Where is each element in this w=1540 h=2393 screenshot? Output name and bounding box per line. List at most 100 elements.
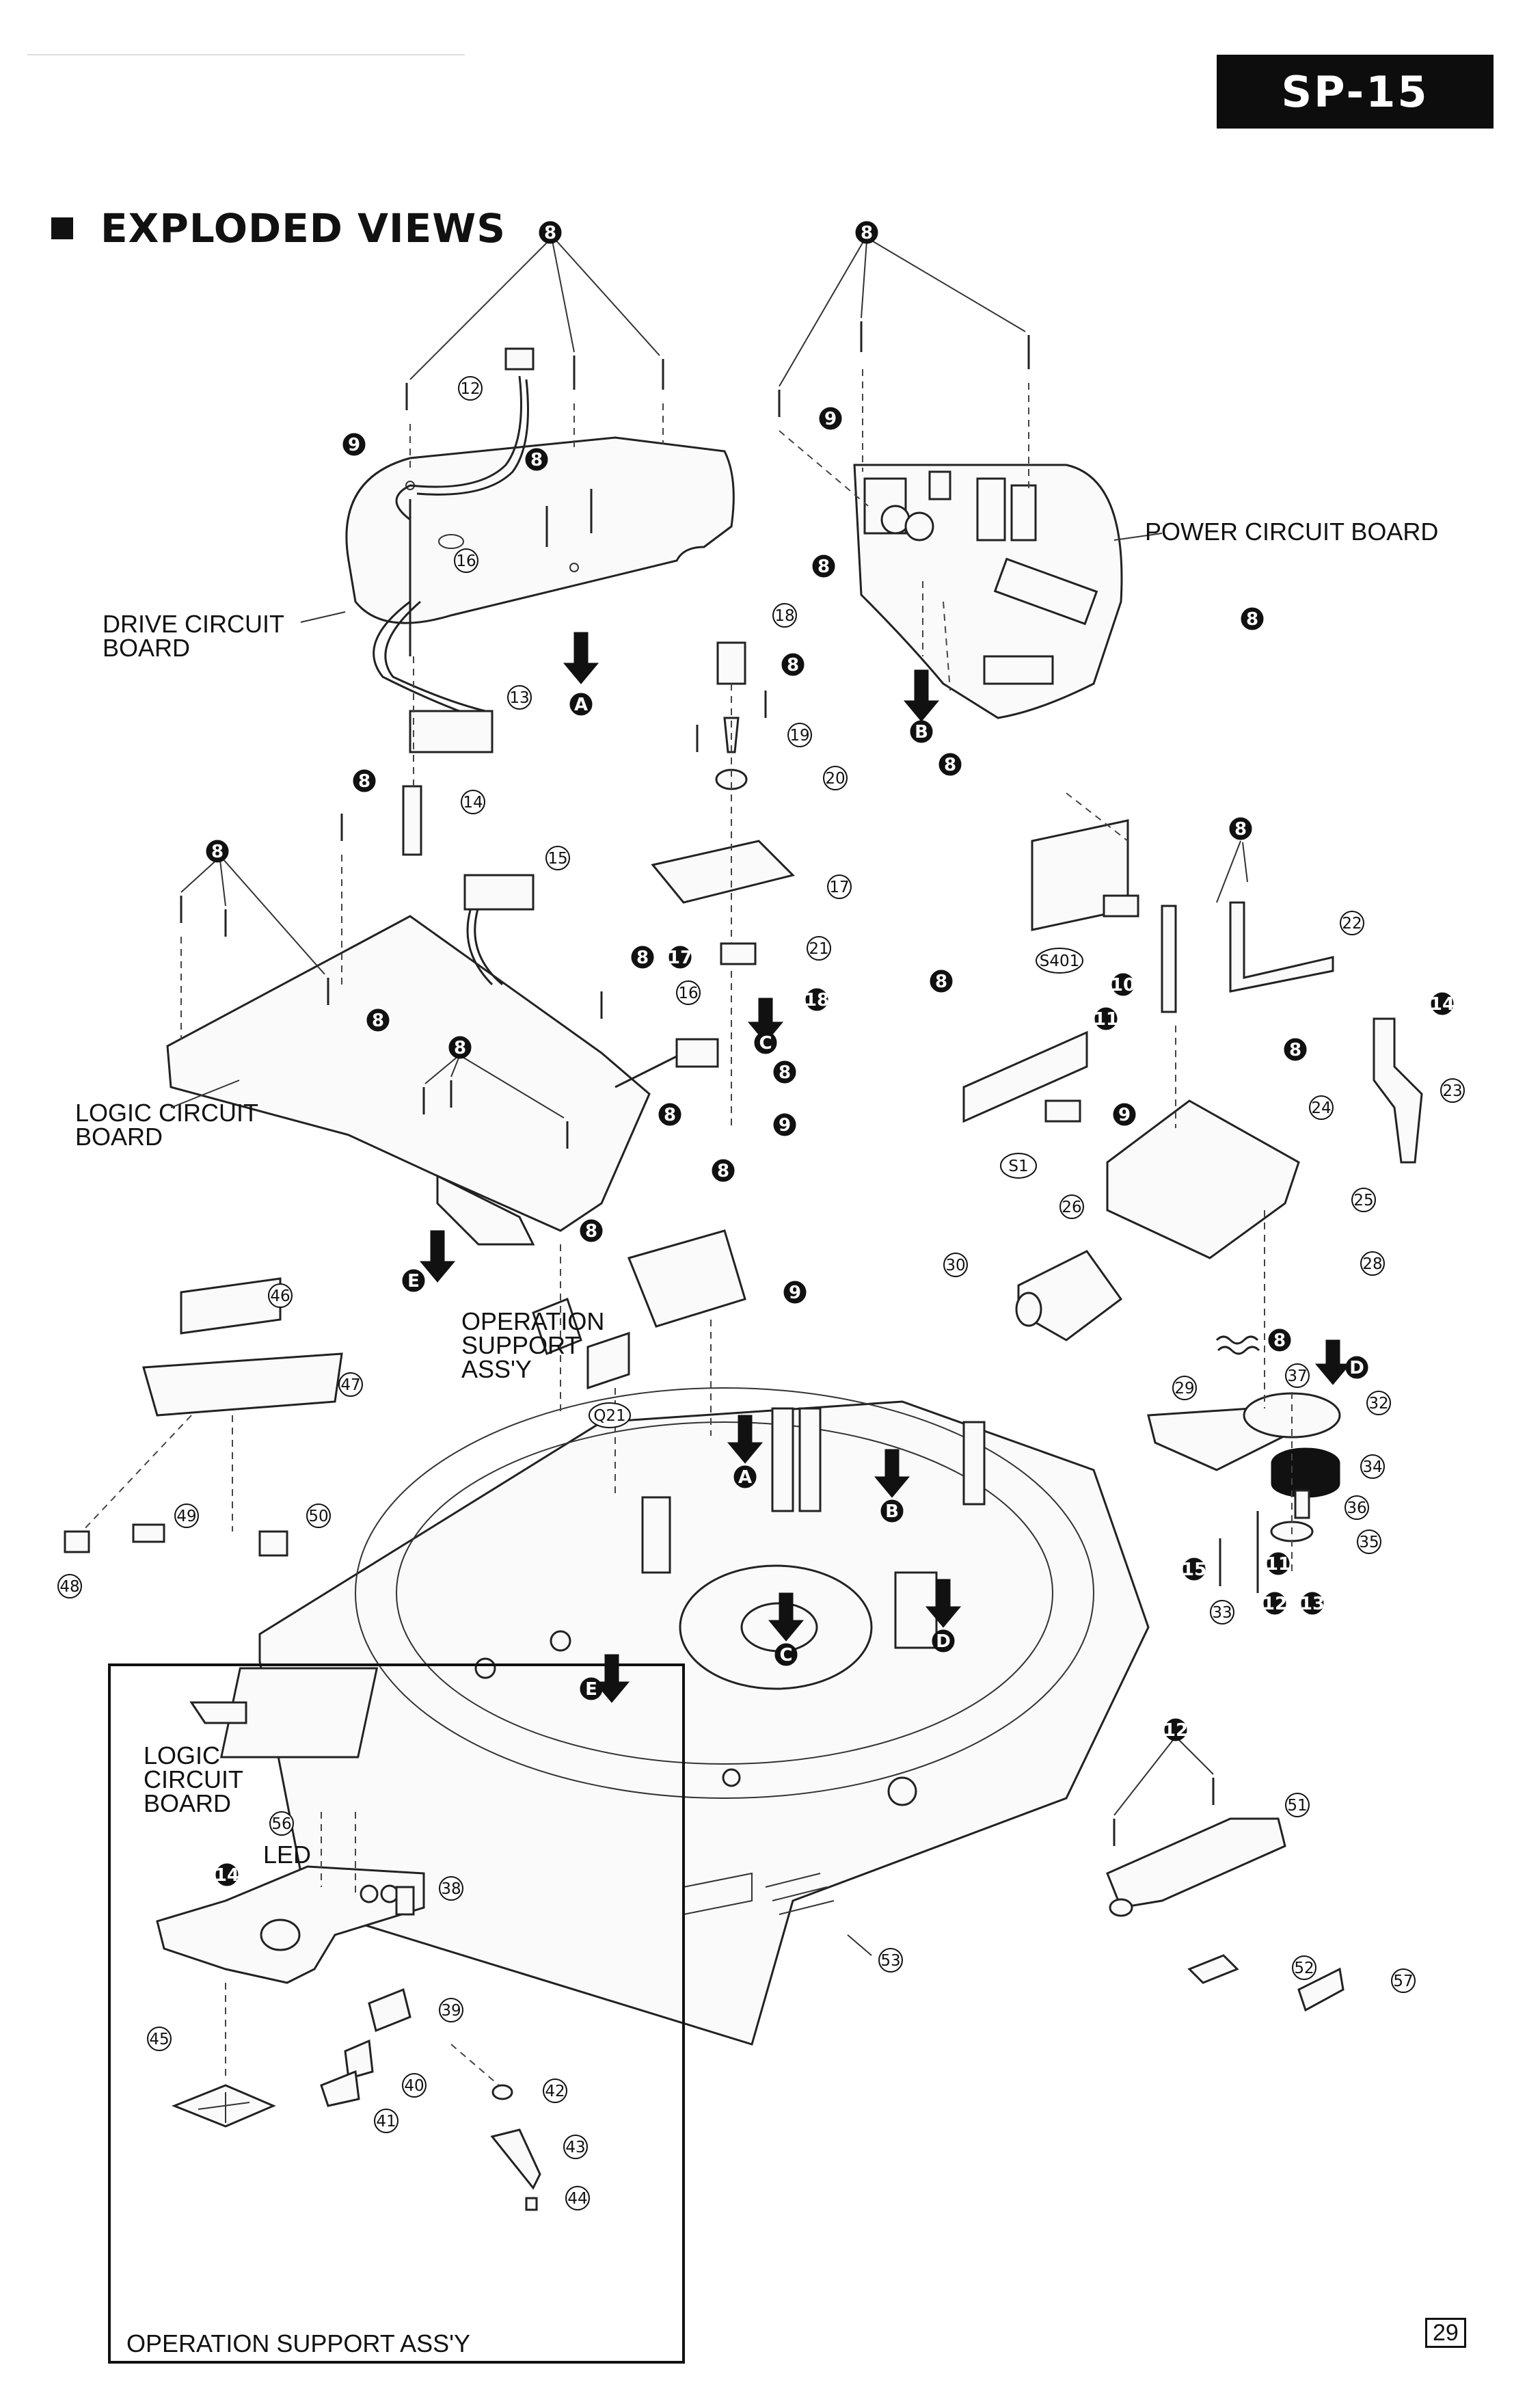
section-heading: EXPLODED VIEWS bbox=[51, 205, 506, 252]
callout-8-f bbox=[781, 653, 805, 676]
part-37: 37 bbox=[1287, 1367, 1307, 1385]
callout-9-e-text: 9 bbox=[789, 1283, 801, 1303]
callout-15-text: 15 bbox=[1182, 1560, 1206, 1580]
operation-support-label-3: ASS'Y bbox=[461, 1355, 532, 1383]
drive-circuit-board bbox=[345, 347, 735, 856]
callout-12-a-text: 12 bbox=[1262, 1594, 1287, 1614]
arrow-d-upper bbox=[1314, 1339, 1351, 1385]
part-13: 13 bbox=[509, 689, 529, 707]
letter-d-upper: D bbox=[1349, 1358, 1364, 1378]
callout-8-c bbox=[525, 448, 548, 471]
inset-caption: OPERATION SUPPORT ASS'Y bbox=[126, 2329, 470, 2357]
callout-8-s-text: 8 bbox=[585, 1221, 597, 1242]
callout-10 bbox=[1111, 973, 1135, 996]
arrow-e-lower bbox=[593, 1654, 630, 1703]
part-34: 34 bbox=[1362, 1458, 1382, 1476]
callout-9-d-text: 9 bbox=[1118, 1105, 1131, 1125]
callout-8-m-text: 8 bbox=[372, 1011, 384, 1031]
callout-13-text: 13 bbox=[1300, 1594, 1325, 1614]
inset-logic-label-2: CIRCUIT bbox=[144, 1765, 243, 1793]
callout-8-n bbox=[1284, 1038, 1307, 1061]
callout-11-a bbox=[1094, 1007, 1118, 1030]
part-33: 33 bbox=[1212, 1604, 1232, 1622]
part-36: 36 bbox=[1347, 1499, 1366, 1517]
inset-logic-label-1: LOGIC bbox=[144, 1741, 220, 1769]
callout-8-r bbox=[712, 1159, 735, 1182]
callout-8-q-text: 8 bbox=[664, 1105, 676, 1125]
model-badge: SP-15 bbox=[1217, 55, 1494, 129]
part-19: 19 bbox=[789, 727, 809, 745]
callout-8-g bbox=[353, 769, 376, 792]
part-57: 57 bbox=[1393, 1973, 1413, 1990]
callout-18-text: 18 bbox=[805, 990, 829, 1011]
part-51: 51 bbox=[1287, 1797, 1307, 1815]
callout-8-j bbox=[206, 840, 229, 863]
callout-8-k bbox=[631, 946, 654, 969]
part-56: 56 bbox=[271, 1815, 291, 1833]
arrow-letter-badges: A B C E D A B C D E bbox=[402, 693, 1368, 1700]
page-number: 29 bbox=[1425, 2318, 1466, 2348]
letter-c-lower: C bbox=[779, 1645, 792, 1666]
part-29: 29 bbox=[1174, 1380, 1194, 1398]
callout-8-f-text: 8 bbox=[787, 655, 799, 676]
inset-logic-label-3: BOARD bbox=[144, 1789, 231, 1817]
part-40: 40 bbox=[404, 2077, 424, 2095]
letter-a-lower: A bbox=[738, 1467, 752, 1488]
power-circuit-board bbox=[778, 321, 1163, 719]
callout-8-b bbox=[855, 221, 878, 244]
callout-8-q bbox=[658, 1103, 681, 1126]
center-parts bbox=[651, 641, 795, 965]
part-21: 21 bbox=[809, 940, 828, 958]
black-callouts: 8 8 9 9 8 8 8 8 8 8 8 8 8 17 18 8 10 11 bbox=[206, 221, 1455, 1886]
part-42: 42 bbox=[545, 2083, 565, 2100]
callout-8-t bbox=[1268, 1328, 1291, 1352]
callout-8-r-text: 8 bbox=[717, 1161, 729, 1181]
callout-17 bbox=[668, 946, 692, 969]
callout-9-d bbox=[1113, 1103, 1136, 1126]
callout-8-o-text: 8 bbox=[454, 1038, 466, 1058]
part-30: 30 bbox=[945, 1257, 965, 1274]
callout-8-e-text: 8 bbox=[1246, 609, 1258, 630]
part-24: 24 bbox=[1311, 1099, 1331, 1117]
callout-8-a-text: 8 bbox=[544, 223, 556, 243]
part-s401: S401 bbox=[1040, 952, 1080, 970]
callout-12-b-text: 12 bbox=[1163, 1720, 1188, 1741]
part-49: 49 bbox=[176, 1508, 196, 1525]
operation-support-parts bbox=[64, 1229, 746, 1557]
part-28: 28 bbox=[1362, 1255, 1382, 1273]
callout-8-d-text: 8 bbox=[818, 557, 830, 577]
part-48: 48 bbox=[59, 1578, 79, 1596]
callout-8-d bbox=[812, 554, 835, 578]
callout-8-m bbox=[366, 1008, 390, 1032]
power-board-label: POWER CIRCUIT BOARD bbox=[1145, 518, 1438, 546]
arrow-b-upper bbox=[903, 669, 940, 722]
inset-box bbox=[108, 1663, 685, 2364]
letter-e-lower: E bbox=[585, 1679, 597, 1700]
callout-8-h bbox=[938, 753, 962, 776]
callout-8-p-text: 8 bbox=[779, 1062, 791, 1083]
part-q21: Q21 bbox=[593, 1407, 625, 1425]
callout-9-a-text: 9 bbox=[348, 435, 360, 455]
arrow-d-lower bbox=[925, 1579, 962, 1628]
part-14: 14 bbox=[463, 794, 483, 812]
callout-8-p bbox=[773, 1060, 796, 1084]
part-35: 35 bbox=[1359, 1534, 1379, 1551]
logic-circuit-board bbox=[166, 814, 719, 1246]
bullet-square-icon bbox=[51, 217, 73, 239]
part-44: 44 bbox=[567, 2190, 587, 2208]
callout-11-a-text: 11 bbox=[1094, 1009, 1118, 1030]
part-12: 12 bbox=[460, 380, 480, 398]
callout-8-l bbox=[930, 970, 953, 993]
part-15: 15 bbox=[548, 850, 567, 868]
callout-8-i bbox=[1229, 817, 1252, 840]
callout-8-h-text: 8 bbox=[944, 755, 956, 775]
callout-8-i-text: 8 bbox=[1234, 819, 1247, 840]
callout-10-text: 10 bbox=[1111, 975, 1135, 995]
part-52: 52 bbox=[1294, 1960, 1314, 1977]
letter-b-upper: B bbox=[915, 722, 928, 743]
callout-9-c-text: 9 bbox=[779, 1115, 791, 1136]
callout-9-e bbox=[783, 1281, 807, 1304]
part-17: 17 bbox=[829, 879, 849, 896]
arrow-c-upper bbox=[747, 998, 784, 1043]
drive-board-label-2: BOARD bbox=[103, 634, 190, 662]
